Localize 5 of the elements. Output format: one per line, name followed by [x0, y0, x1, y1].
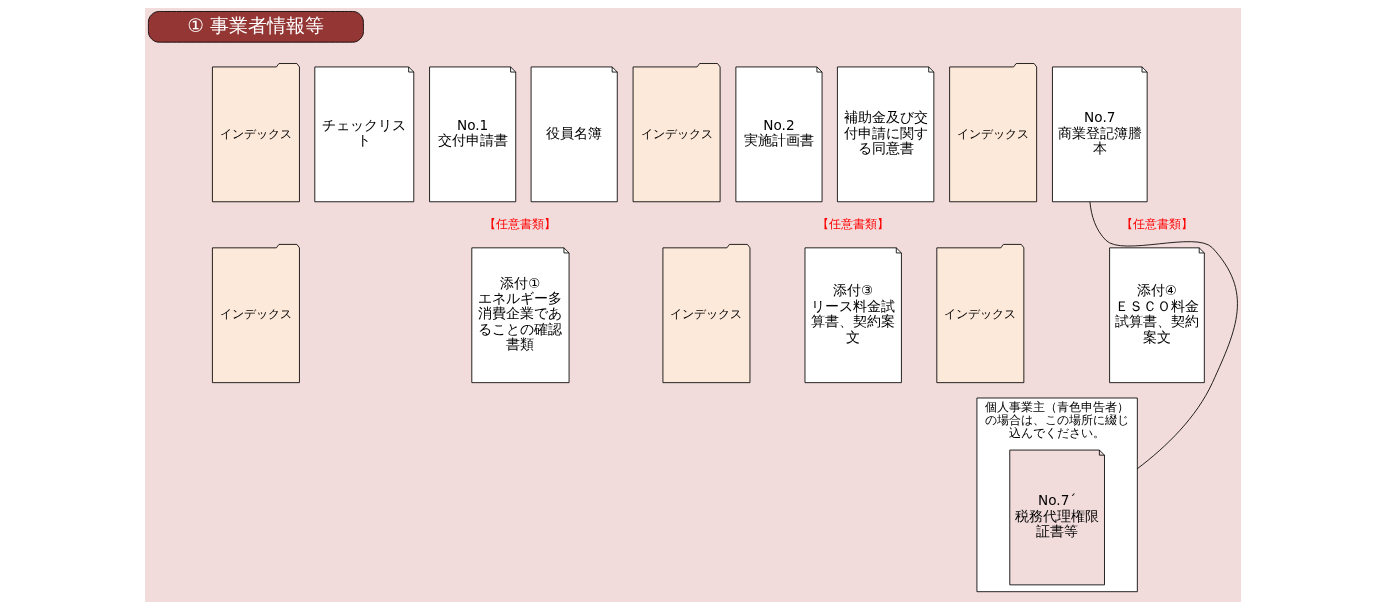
node-label: 【任意書類】 — [817, 216, 890, 231]
node-label: 【任意書類】 — [1120, 216, 1193, 231]
node-box: ① 事業者情報等 — [148, 11, 364, 43]
connector — [1089, 201, 1238, 470]
node-label: 【任意書類】 — [484, 216, 557, 231]
